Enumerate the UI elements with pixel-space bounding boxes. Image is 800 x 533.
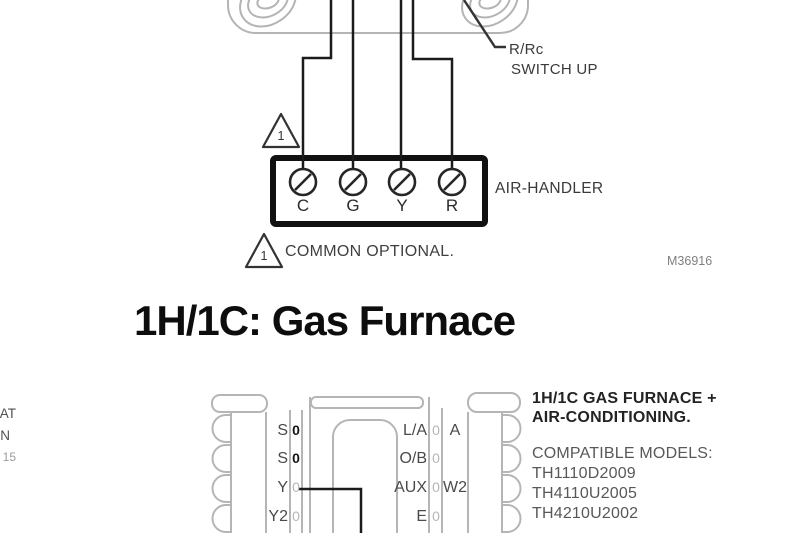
air-handler-label: AIR-HANDLER	[495, 180, 604, 197]
screw-hole-la: 0	[432, 422, 440, 438]
wallplate-terminal-s1: S	[277, 422, 288, 439]
footnote-triangle-icon	[244, 232, 284, 269]
switch-callout-line1: R/Rc	[509, 41, 544, 58]
wallplate-top-slot	[310, 396, 424, 409]
screw-hole-s1: 0	[292, 422, 300, 438]
screw-hole-ob: 0	[432, 450, 440, 466]
wallplate-linework	[211, 392, 522, 533]
terminal-label-r: R	[445, 196, 459, 215]
model-number-1: TH1110D2009	[532, 465, 636, 482]
wallplate-terminal-e: E	[416, 508, 427, 525]
wallplate-top-right-tab	[467, 392, 521, 413]
terminal-label-g: G	[346, 196, 360, 215]
wallplate-terminal-s2: S	[277, 450, 288, 467]
left-edge-fragment-3: 15	[2, 450, 16, 464]
wallplate-terminal-y: Y	[277, 479, 288, 496]
panel-title-line2: AIR-CONDITIONING.	[532, 409, 691, 426]
note-triangle-icon	[261, 112, 301, 149]
switch-callout-line2: SWITCH UP	[511, 61, 598, 78]
wallplate-terminal-y2: Y2	[268, 508, 288, 525]
footnote-triangle-number: 1	[260, 249, 268, 263]
wire-y-jumper	[299, 487, 363, 533]
wallplate-terminal-w2: W2	[443, 479, 467, 496]
terminal-screws	[288, 167, 467, 197]
thermostat-left-swirl-icon	[239, 0, 297, 28]
footnote-text: COMMON OPTIONAL.	[285, 243, 455, 260]
wire-c	[301, 0, 333, 170]
panel-title-line1: 1H/1C GAS FURNACE +	[532, 390, 717, 407]
screw-hole-y: 0	[292, 479, 300, 495]
compatible-models-heading: COMPATIBLE MODELS:	[532, 445, 713, 462]
terminal-label-y: Y	[396, 196, 408, 215]
model-number-2: TH4110U2005	[532, 485, 638, 502]
switch-callout-pointer	[462, 0, 506, 49]
thermostat-shell-outline	[227, 0, 529, 34]
screw-hole-aux: 0	[432, 479, 440, 495]
wallplate-terminal-aux: AUX	[394, 479, 427, 496]
left-edge-fragment-1: AT	[0, 406, 16, 421]
air-handler-terminal-block	[270, 155, 488, 227]
wallplate-terminal-ob: O/B	[399, 450, 427, 467]
model-number-3: TH4210U2002	[532, 505, 639, 522]
wire-r	[411, 0, 454, 170]
wallplate-terminal-a: A	[449, 422, 461, 439]
left-edge-fragment-2: N	[0, 428, 10, 443]
wallplate-top-left-tab	[211, 394, 268, 413]
wallplate-center-opening	[332, 419, 398, 533]
document-code: M36916	[667, 254, 713, 268]
screw-hole-y2: 0	[292, 508, 300, 524]
section-heading: 1H/1C: Gas Furnace	[134, 297, 516, 344]
screw-hole-e: 0	[432, 508, 440, 524]
note-triangle-number: 1	[277, 129, 285, 143]
terminal-label-c: C	[296, 196, 310, 215]
screw-hole-s2: 0	[292, 450, 300, 466]
wallplate-terminal-la: L/A	[402, 422, 427, 439]
